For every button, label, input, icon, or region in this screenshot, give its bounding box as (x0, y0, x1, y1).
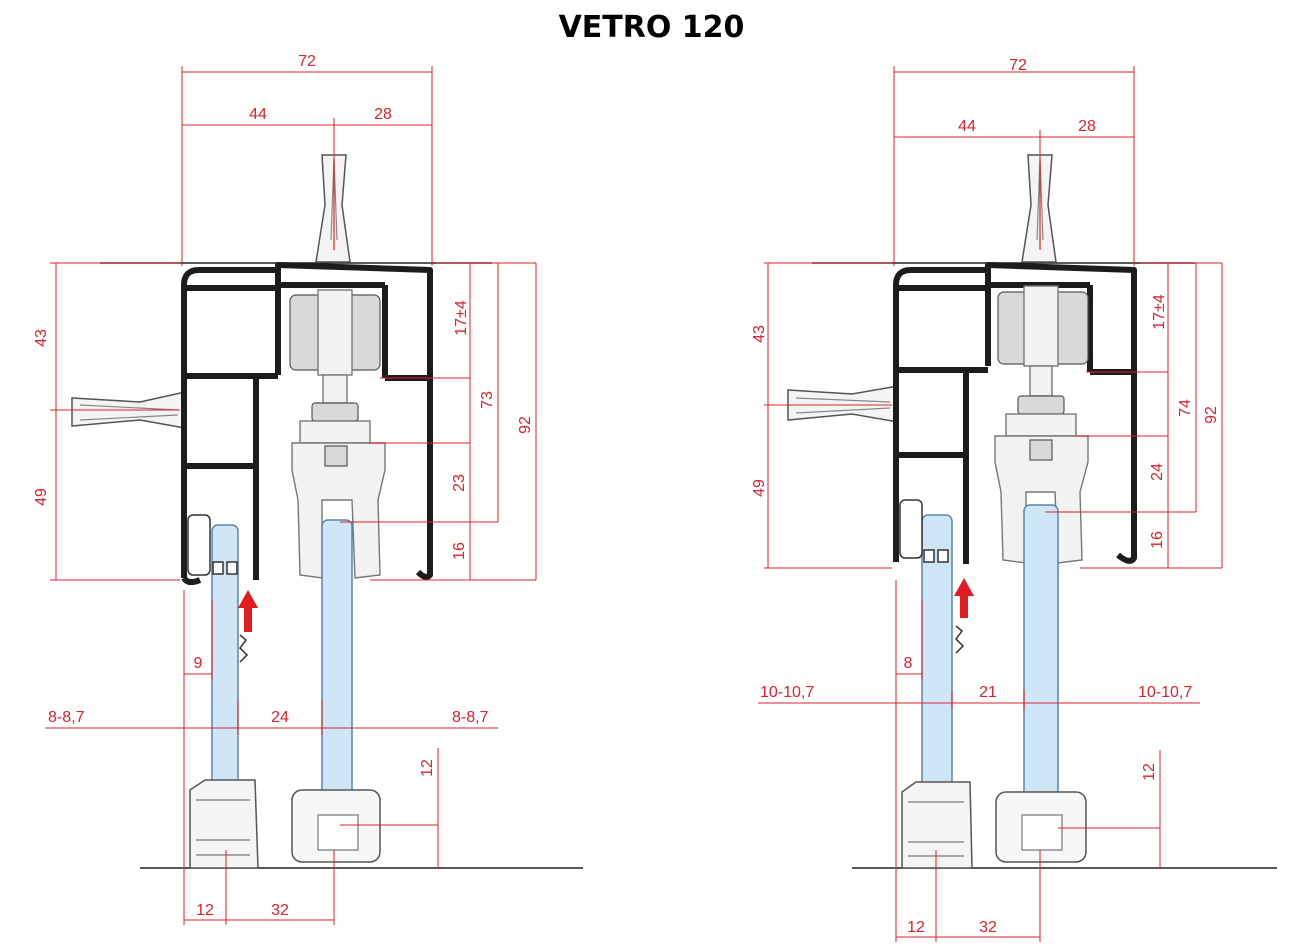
left-dim-12-vertical: 12 (419, 759, 436, 777)
left-dim-gap: 17±4 (453, 300, 470, 336)
left-trolley (289, 289, 386, 579)
right-dim-bottom-right: 32 (979, 919, 997, 936)
right-dim-16: 16 (1149, 531, 1166, 549)
right-dim-gap: 17±4 (1151, 294, 1168, 330)
left-insertion-arrow-icon (238, 590, 258, 632)
right-dim-left-width: 44 (958, 118, 976, 135)
right-insertion-arrow-icon (954, 578, 974, 618)
left-dim-9: 9 (194, 655, 203, 672)
right-wall-anchor-icon (787, 385, 906, 423)
diagram-title: VETRO 120 (558, 10, 745, 45)
right-dim-92: 92 (1203, 406, 1220, 424)
left-dim-lower-height: 49 (33, 488, 50, 506)
right-dim-total-width: 72 (1009, 57, 1027, 74)
right-trolley (994, 285, 1089, 564)
left-ceiling-anchor-icon (315, 154, 351, 263)
right-dim-side-right: 10-10,7 (1138, 684, 1192, 701)
left-dimension-lines (45, 66, 537, 925)
right-dim-bottom-left: 12 (907, 919, 925, 936)
left-dim-23: 23 (451, 474, 468, 492)
left-dim-upper-height: 43 (33, 329, 50, 347)
right-top-gasket (899, 499, 965, 654)
right-ceiling-anchor-icon (1021, 154, 1057, 263)
left-dim-bottom-left: 12 (196, 902, 214, 919)
left-dim-73: 73 (479, 391, 496, 409)
right-section: 72 44 28 43 49 17±4 74 92 24 16 8 10-10,… (751, 57, 1277, 942)
right-dim-lower-height: 49 (751, 479, 768, 497)
right-dim-upper-height: 43 (751, 325, 768, 343)
left-dim-16: 16 (451, 542, 468, 560)
left-dim-right-width: 28 (374, 106, 392, 123)
left-bottom-guide (189, 779, 381, 869)
right-dimension-lines (758, 66, 1223, 942)
left-top-gasket (187, 514, 249, 663)
left-sliding-glass (321, 519, 353, 826)
right-dim-8: 8 (904, 655, 913, 672)
right-bottom-guide (901, 781, 1087, 869)
right-dim-right-width: 28 (1078, 118, 1096, 135)
right-dim-24: 24 (1149, 463, 1166, 481)
right-sliding-glass (1023, 504, 1059, 831)
left-section: 72 44 28 43 49 17±4 73 92 23 16 9 8-8,7 … (33, 53, 583, 925)
left-dim-bottom-right: 32 (271, 902, 289, 919)
right-dim-side-left: 10-10,7 (760, 684, 814, 701)
left-dim-side-left: 8-8,7 (48, 709, 85, 726)
right-dim-glass-gap: 21 (979, 684, 997, 701)
right-dim-12-vertical: 12 (1141, 763, 1158, 781)
left-dim-total-width: 72 (298, 53, 316, 70)
left-dim-92: 92 (517, 416, 534, 434)
left-dim-left-width: 44 (249, 106, 267, 123)
left-dim-side-right: 8-8,7 (452, 709, 489, 726)
right-dim-74: 74 (1177, 399, 1194, 417)
left-dim-glass-gap: 24 (271, 709, 289, 726)
